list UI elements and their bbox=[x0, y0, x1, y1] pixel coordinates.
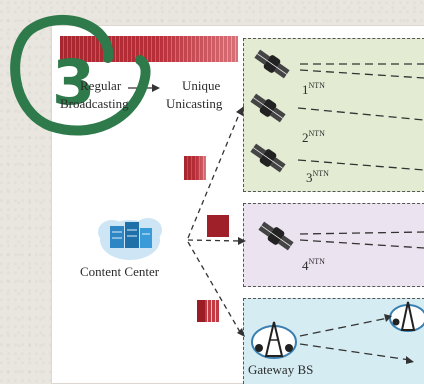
content-bar-1 bbox=[184, 156, 206, 180]
relay-tower-icon bbox=[389, 301, 424, 332]
satellite-1-icon bbox=[254, 49, 290, 79]
satellite-2-sup: NTN bbox=[308, 129, 325, 138]
legend-left-line2: Broadcasting bbox=[60, 96, 129, 111]
satellite-1-number: 1 bbox=[302, 82, 309, 97]
number-badge-icon bbox=[10, 14, 151, 136]
satellite-1-sup: NTN bbox=[308, 81, 325, 90]
satellite-4-icon bbox=[258, 221, 294, 251]
satellite-2-icon bbox=[250, 93, 286, 123]
satellite-2-label: 2NTN bbox=[302, 129, 325, 146]
satellite-3-sup: NTN bbox=[312, 169, 329, 178]
arrowhead-gateway bbox=[237, 328, 245, 337]
content-center-icon bbox=[98, 218, 162, 260]
satellite-2-number: 2 bbox=[302, 130, 309, 145]
content-bar-3 bbox=[197, 300, 219, 322]
ntn-panel-middle bbox=[243, 203, 424, 287]
satellite-3-number: 3 bbox=[306, 170, 313, 185]
legend-left-line1: Regular bbox=[80, 78, 122, 93]
arrowhead-relay bbox=[384, 314, 392, 322]
arrowhead-ntn bbox=[236, 106, 244, 116]
legend-gradient-bar bbox=[60, 36, 238, 62]
legend-right-line1: Unique bbox=[182, 78, 221, 93]
satellite-3-label: 3NTN bbox=[306, 169, 329, 186]
arrowhead-ntn4 bbox=[238, 237, 246, 245]
satellite-beams bbox=[297, 63, 424, 361]
satellite-4-label: 4NTN bbox=[302, 257, 325, 274]
gateway-tower-icon bbox=[251, 321, 297, 359]
gateway-label: Gateway BS bbox=[248, 362, 314, 377]
satellite-4-number: 4 bbox=[302, 258, 309, 273]
content-bar-2 bbox=[207, 215, 229, 237]
satellite-1-label: 1NTN bbox=[302, 81, 325, 98]
badge-number: 3 bbox=[52, 46, 96, 119]
satellite-4-sup: NTN bbox=[308, 257, 325, 266]
satellite-3-icon bbox=[250, 143, 286, 173]
arrowhead-relay-2 bbox=[406, 356, 414, 364]
legend-right-line2: Unicasting bbox=[166, 96, 223, 111]
content-center-label: Content Center bbox=[80, 264, 160, 279]
content-links bbox=[187, 111, 241, 333]
